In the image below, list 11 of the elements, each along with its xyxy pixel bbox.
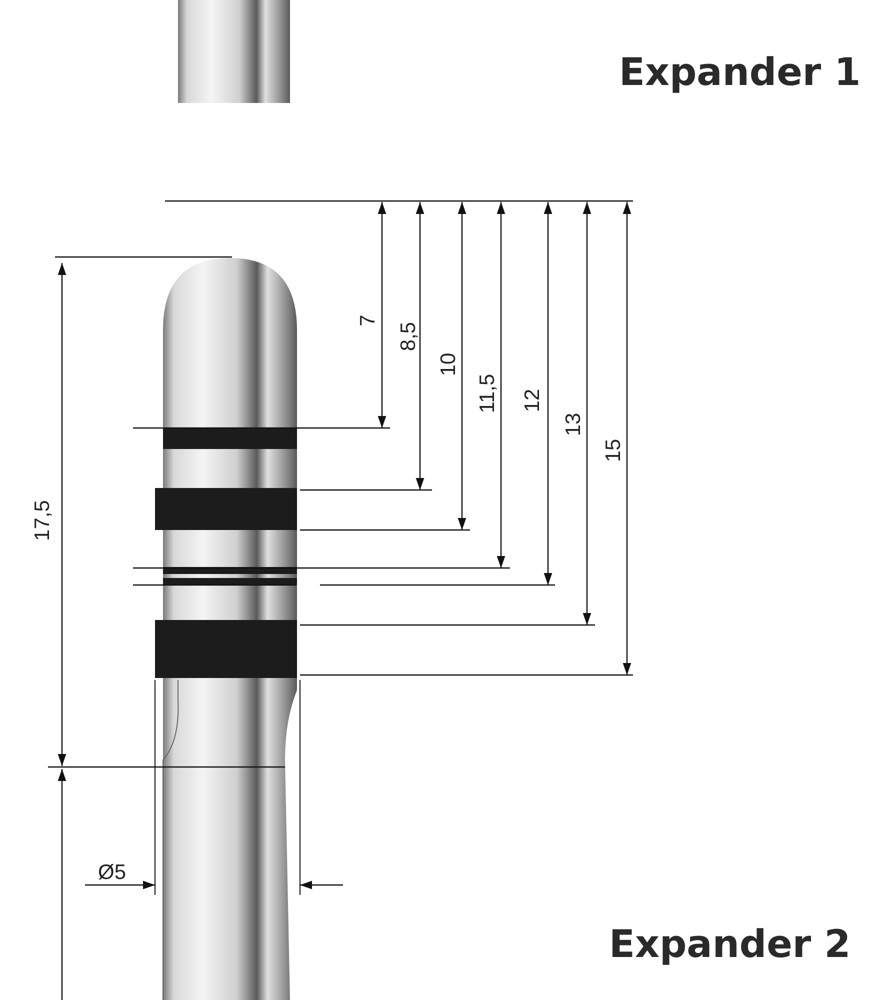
dimension-value: 12 (522, 388, 543, 412)
dimension-value: 15 (602, 438, 624, 462)
dimension-value: 17,5 (31, 500, 52, 540)
dimension-value: Ø5 (98, 862, 126, 882)
dimension-value: 10 (438, 352, 459, 376)
dimension-value: 7 (357, 314, 378, 326)
dimension-value: 8,5 (398, 321, 419, 351)
heading: Expander 1 (619, 53, 861, 91)
heading: Expander 2 (609, 925, 851, 963)
dimension-value: 13 (562, 412, 584, 436)
dimension-value: 11,5 (476, 373, 498, 413)
